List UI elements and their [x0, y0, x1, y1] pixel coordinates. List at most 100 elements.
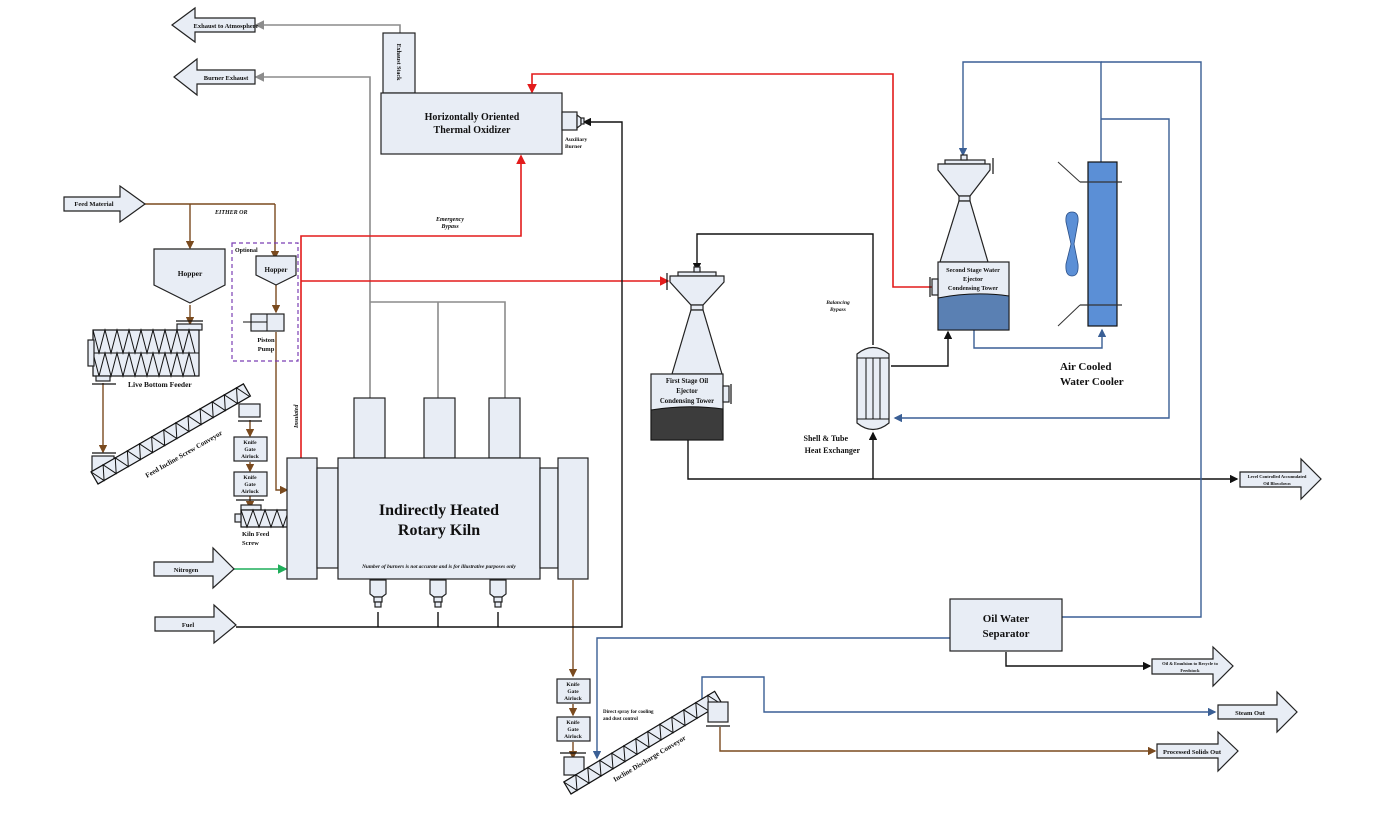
heat-exchanger-label: Shell & Tube [804, 434, 849, 443]
stream-label: Oil & Emulsion to Recycle to [1162, 661, 1219, 666]
thermal-oxidizer: Horizontally Oriented Thermal Oxidizer [380, 92, 563, 155]
piping [98, 20, 1239, 760]
oil-recycle-line [1005, 652, 1152, 671]
separator-label: Oil Water [983, 613, 1030, 625]
stream-label: Oil Blowdown [1263, 481, 1291, 486]
knife-gate-airlock-2: Knife Gate Airlock [233, 471, 268, 497]
kiln-feed-screw-label: Kiln Feed [242, 531, 270, 538]
oil-water-separator: Oil Water Separator [949, 598, 1063, 652]
exhaust-stack-line [254, 20, 401, 35]
stream-label: Burner Exhaust [204, 75, 249, 82]
airlock-label: Airlock [564, 696, 583, 702]
direct-spray-annotation: and dust control [603, 717, 639, 722]
stream-label: Steam Out [1235, 710, 1266, 717]
insulated-annotation: Insulated [294, 404, 300, 429]
hopper-label: Hopper [178, 269, 203, 278]
thermal-oxidizer-label: Horizontally Oriented [425, 112, 520, 123]
air-cooled-water-cooler: Air Cooled Water Cooler [1057, 161, 1124, 388]
rotary-kiln-label: Indirectly Heated [379, 502, 499, 519]
knife-gate-airlock-3: Knife Gate Airlock [556, 678, 591, 704]
fuel-burner-1 [369, 579, 387, 608]
emergency-bypass-line [300, 154, 526, 458]
stream-label: Nitrogen [174, 567, 199, 574]
live-bottom-feeder-label: Live Bottom Feeder [128, 380, 192, 389]
exhaust-stack-label: Exhaust Stack [395, 44, 401, 82]
stream-label: Exhaust to Atmosphere [194, 23, 259, 30]
first-stage-tower-label: Ejector [676, 388, 698, 395]
direct-spray-line [592, 637, 950, 760]
fuel-fired-burners [369, 579, 507, 608]
airlock-label: Knife [566, 682, 580, 688]
stream-label: Feedstock [1180, 668, 1200, 673]
separator-label: Separator [982, 628, 1029, 640]
direct-spray-annotation: Direct spray for cooling [603, 710, 654, 715]
exhaust-stack: Exhaust Stack [382, 32, 416, 94]
emergency-bypass-annotation: Emergency [435, 217, 464, 223]
kiln-feed-screw: Kiln Feed Screw [234, 499, 289, 547]
airlock-label: Airlock [241, 454, 260, 460]
stream-steam-out: Steam Out [1217, 690, 1298, 734]
rotary-kiln-label: Rotary Kiln [398, 522, 480, 539]
shell-tube-heat-exchanger: Shell & Tube Heat Exchanger [804, 346, 890, 455]
second-stage-water-tower: Second Stage Water Ejector Condensing To… [929, 154, 1010, 331]
stream-feed-material: Feed Material [63, 184, 147, 224]
air-cooler-label: Air Cooled [1060, 361, 1111, 373]
water-to-separator [1062, 61, 1202, 618]
second-stage-tower-label: Condensing Tower [948, 285, 998, 292]
fan-icon [1065, 211, 1079, 277]
heat-exchanger-label: Heat Exchanger [805, 446, 861, 455]
piston-pump: Piston Pump [243, 313, 285, 353]
stream-label: Level Controlled Accumulated [1248, 474, 1307, 479]
second-stage-tower-label: Ejector [963, 276, 983, 283]
either-or-annotation: EITHER OR [214, 210, 248, 216]
stream-oil-recycle: Oil & Emulsion to Recycle to Feedstock [1151, 645, 1234, 688]
stream-exhaust-to-atmosphere: Exhaust to Atmosphere [170, 6, 259, 44]
airlock-label: Gate [567, 727, 579, 733]
rotary-kiln: Indirectly Heated Rotary Kiln Number of … [286, 397, 589, 580]
airlock-label: Airlock [241, 489, 260, 495]
pump-to-kiln [275, 332, 289, 495]
cooled-water-line [958, 61, 1102, 162]
thermal-oxidizer-label: Thermal Oxidizer [434, 125, 511, 136]
oil-blowdown-line [687, 440, 1239, 484]
stream-label: Feed Material [74, 201, 113, 208]
stream-fuel: Fuel [154, 603, 237, 645]
stream-processed-solids-out: Processed Solids Out [1156, 730, 1239, 773]
tower-to-cooler [973, 328, 1107, 349]
noncondensable-line [527, 73, 935, 288]
fuel-to-burners [377, 612, 499, 627]
air-cooler-label: Water Cooler [1060, 376, 1124, 388]
burner-exhaust-headers [370, 301, 506, 398]
hx-to-second-tower [891, 330, 953, 367]
airlock-label: Airlock [564, 734, 583, 740]
knife-gate-airlock-1: Knife Gate Airlock [233, 436, 268, 462]
stream-label: Processed Solids Out [1163, 749, 1222, 756]
fuel-burner-2 [429, 579, 447, 608]
auxiliary-burner-label: Burner [565, 144, 583, 150]
balancing-bypass-line [692, 233, 874, 345]
fuel-burner-3 [489, 579, 507, 608]
hopper-main: Hopper [153, 248, 226, 304]
airlock-label: Gate [244, 482, 256, 488]
airlock-label: Knife [566, 720, 580, 726]
piston-pump-label: Pump [258, 346, 275, 353]
stream-nitrogen: Nitrogen [153, 546, 235, 590]
first-stage-tower-label: First Stage Oil [666, 378, 708, 385]
airlock-label: Gate [244, 447, 256, 453]
optional-label: Optional [235, 248, 258, 254]
incline-discharge-conveyor: Incline Discharge Conveyor [560, 690, 730, 795]
first-stage-tower-label: Condensing Tower [660, 398, 714, 405]
stream-burner-exhaust: Burner Exhaust [173, 57, 256, 97]
kiln-note: Number of burners is not accurate and is… [361, 564, 516, 570]
second-stage-tower-label: Second Stage Water [946, 267, 1000, 274]
balancing-bypass-annotation: Bypass [829, 307, 846, 313]
airlock-label: Gate [567, 689, 579, 695]
balancing-bypass-annotation: Balancing [825, 300, 850, 306]
kiln-feed-screw-label: Screw [242, 540, 259, 547]
emergency-bypass-annotation: Bypass [440, 224, 459, 230]
piston-pump-label: Piston [257, 337, 275, 344]
airlock-label: Knife [243, 440, 257, 446]
stream-label: Fuel [182, 622, 194, 629]
feed-incline-conveyor: Feed Incline Screw Conveyor [90, 383, 262, 485]
